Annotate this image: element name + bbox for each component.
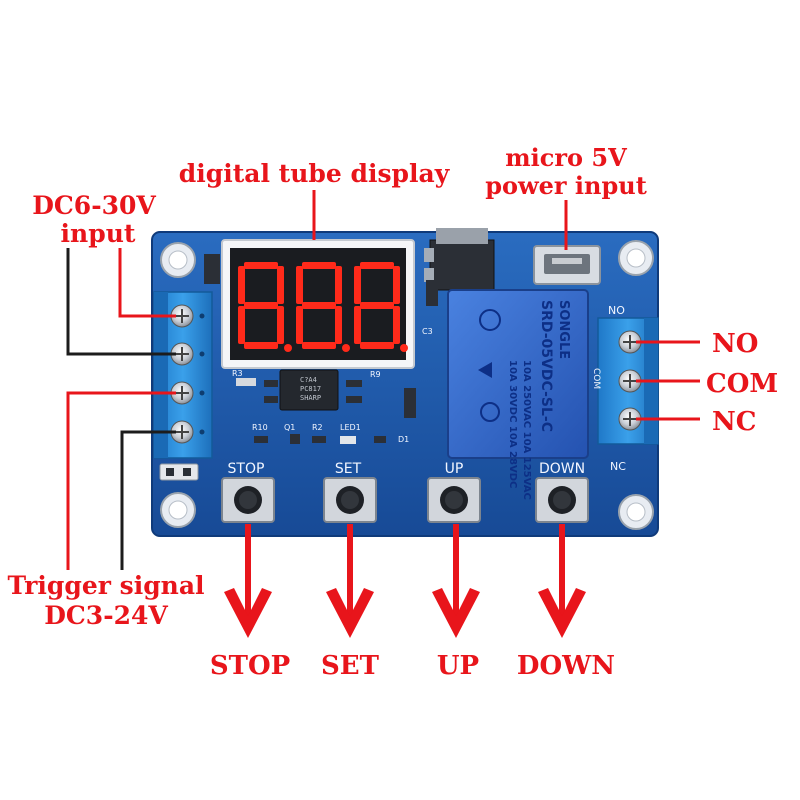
screw-icon <box>618 330 642 354</box>
silk-down: DOWN <box>539 461 585 477</box>
silk-r9: R9 <box>370 370 381 379</box>
display-digits <box>238 262 408 352</box>
segment-d <box>244 342 278 349</box>
segment-c <box>393 306 400 344</box>
label-micro-power-2: power input <box>485 171 647 200</box>
stop-button <box>221 477 275 523</box>
label-up: UP <box>437 651 479 681</box>
segment-e <box>296 306 303 344</box>
seven-segment-display <box>221 239 415 369</box>
silk-r3: R3 <box>232 369 243 378</box>
decimal-point <box>400 344 408 352</box>
smd-components <box>236 280 438 444</box>
display-digit <box>296 262 350 352</box>
segment-g <box>302 302 336 309</box>
silk-c3: C3 <box>422 327 433 336</box>
silk-up: UP <box>445 461 464 477</box>
up-button <box>427 477 481 523</box>
segment-e <box>354 306 361 344</box>
segment-a <box>360 262 394 269</box>
silk-no: NO <box>608 304 625 317</box>
stop-arrow-icon <box>224 524 272 638</box>
display-digit <box>354 262 408 352</box>
mounting-hole-icon <box>160 492 196 528</box>
segment-d <box>302 342 336 349</box>
mounting-hole-icon <box>618 240 654 276</box>
label-trigger-2: DC3-24V <box>44 601 168 630</box>
decimal-point <box>284 344 292 352</box>
segment-b <box>277 266 284 304</box>
capacitor <box>204 254 220 284</box>
label-micro-power-1: micro 5V <box>505 143 627 172</box>
chip-text-2: PC817 <box>300 385 321 393</box>
segment-a <box>302 262 336 269</box>
silk-r2: R2 <box>312 423 323 432</box>
segment-d <box>360 342 394 349</box>
label-dc-input-1: DC6-30V <box>32 191 156 220</box>
decimal-point <box>342 344 350 352</box>
silk-set: SET <box>335 461 362 477</box>
header-pins <box>159 463 199 481</box>
micro-usb-connector <box>533 245 601 285</box>
label-down: DOWN <box>517 651 615 681</box>
set-button <box>323 477 377 523</box>
set-arrow-icon <box>326 524 374 638</box>
screw-icon <box>618 369 642 393</box>
silk-stop: STOP <box>228 461 265 477</box>
silk-d1: D1 <box>398 435 409 444</box>
label-dc-input-2: input <box>61 219 136 248</box>
voltage-regulator <box>424 228 495 291</box>
segment-c <box>277 306 284 344</box>
label-digital-tube-display: digital tube display <box>179 159 451 188</box>
segment-a <box>244 262 278 269</box>
label-com: COM <box>706 369 778 399</box>
down-arrow-icon <box>538 524 586 638</box>
button-arrows <box>224 524 586 638</box>
pcb-board: SONGLE SRD-05VDC-SL-C 10A 250VAC 10A 125… <box>151 228 659 537</box>
optocoupler-chip: C?A4 PC817 SHARP <box>279 369 339 411</box>
relay-rating-2: 10A 30VDC 10A 28VDC <box>507 360 518 488</box>
label-stop: STOP <box>210 651 290 681</box>
label-set: SET <box>321 651 380 681</box>
segment-g <box>360 302 394 309</box>
leader-lines <box>66 190 700 570</box>
segment-f <box>296 266 303 304</box>
silk-led1: LED1 <box>340 423 361 432</box>
silk-r10: R10 <box>252 423 268 432</box>
segment-c <box>335 306 342 344</box>
segment-f <box>238 266 245 304</box>
relay-brand: SONGLE <box>556 300 571 359</box>
label-nc: NC <box>712 407 756 437</box>
segment-b <box>335 266 342 304</box>
up-arrow-icon <box>432 524 480 638</box>
certification-icon <box>478 309 501 422</box>
silk-nc: NC <box>610 460 626 473</box>
relay-model: SRD-05VDC-SL-C <box>538 300 554 432</box>
display-digit <box>238 262 292 352</box>
chip-text-1: C?A4 <box>300 376 317 384</box>
segment-b <box>393 266 400 304</box>
silk-com: COM <box>591 368 601 389</box>
label-no: NO <box>712 329 758 359</box>
mounting-hole-icon <box>618 494 654 530</box>
segment-e <box>238 306 245 344</box>
relay: SONGLE SRD-05VDC-SL-C 10A 250VAC 10A 125… <box>447 289 589 500</box>
silk-q1: Q1 <box>284 423 295 432</box>
mounting-hole-icon <box>160 242 196 278</box>
down-button <box>535 477 589 523</box>
label-trigger-1: Trigger signal <box>7 571 204 600</box>
chip-text-3: SHARP <box>300 394 321 402</box>
segment-f <box>354 266 361 304</box>
screw-icon <box>170 342 194 366</box>
segment-g <box>244 302 278 309</box>
relay-rating-1: 10A 250VAC 10A 125VAC <box>521 360 532 500</box>
